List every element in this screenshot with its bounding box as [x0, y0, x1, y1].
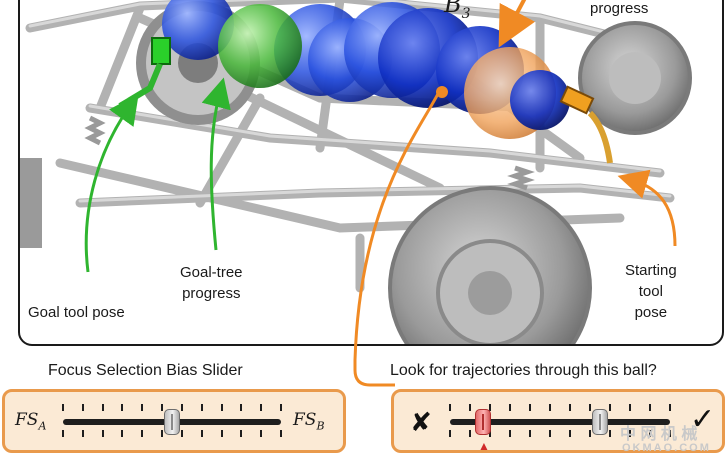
exploration-balls	[162, 0, 570, 139]
slider-tick-top	[529, 404, 531, 411]
slider-tick-bottom	[669, 430, 671, 437]
slider-tick-bottom	[81, 430, 84, 437]
slider-tick-bottom	[469, 430, 471, 437]
slider-tick-top	[141, 404, 144, 411]
slider-tick-bottom	[161, 430, 164, 437]
slider-tick-top	[589, 404, 591, 411]
slider-tick-top	[469, 404, 471, 411]
focus-slider-thumb[interactable]	[164, 409, 180, 435]
slider-tick-top	[260, 404, 263, 411]
slider-tick-top	[180, 404, 183, 411]
slider-tick-top	[569, 404, 571, 411]
fs-a-label: FSA	[15, 410, 47, 433]
slider-tick-top	[649, 404, 651, 411]
slider-tick-bottom	[121, 430, 124, 437]
starting-tool-pose-label: Starting tool pose	[625, 262, 677, 321]
slider-tick-top	[62, 404, 64, 411]
slider-tick-top	[629, 404, 631, 411]
left-tire	[20, 158, 42, 248]
slider-tick-top	[161, 404, 164, 411]
slider-tick-bottom	[62, 430, 64, 437]
slider-tick-bottom	[549, 430, 551, 437]
slider-tick-bottom	[589, 430, 591, 437]
slider-tick-bottom	[449, 430, 451, 437]
b3-arrow	[498, 0, 536, 48]
slider-tick-top	[280, 404, 282, 411]
goal-tool-pose-label: Goal tool pose	[28, 304, 125, 321]
slider-tick-top	[240, 404, 243, 411]
slider-tick-bottom	[569, 430, 571, 437]
ball-pick-marker	[436, 86, 448, 98]
front-right-tire	[388, 186, 592, 344]
slider-tick-top	[220, 404, 223, 411]
slider-tick-bottom	[649, 430, 651, 437]
goal-tree-ball	[218, 4, 302, 88]
slider-tick-bottom	[101, 430, 104, 437]
rover-scene	[20, 0, 692, 344]
trajectory-current-marker[interactable]	[475, 409, 491, 435]
slider-tick-top	[489, 404, 491, 411]
starting-tool-arrow	[617, 169, 677, 247]
trajectory-slider-thumb[interactable]	[591, 409, 608, 435]
slider-tick-bottom	[240, 430, 243, 437]
scene-panel: B3 progress Goal tool pose Goal-tree pro…	[18, 0, 724, 346]
trajectory-question: Look for trajectories through this ball?	[390, 362, 657, 379]
slider-tick-bottom	[220, 430, 223, 437]
slider-tick-top	[669, 404, 671, 411]
focus-slider-title: Focus Selection Bias Slider	[48, 362, 243, 379]
trajectory-panel: ✘ ▲ ✓	[391, 389, 725, 453]
goal-tool-arrow	[84, 93, 139, 273]
slider-tick-bottom	[280, 430, 282, 437]
marker-up-arrow-icon: ▲	[478, 439, 490, 453]
slider-tick-top	[101, 404, 104, 411]
progress-label-top: progress	[590, 0, 649, 17]
slider-tick-bottom	[529, 430, 531, 437]
slider-tick-top	[449, 404, 451, 411]
slider-tick-top	[200, 404, 203, 411]
reject-icon[interactable]: ✘	[410, 407, 432, 437]
watermark-url: OKMAO.COM	[622, 442, 711, 454]
trajectory-slider-track[interactable]	[450, 419, 670, 425]
fs-b-label: FSB	[293, 410, 325, 433]
slider-tick-bottom	[260, 430, 263, 437]
slider-tick-bottom	[629, 430, 631, 437]
slider-tick-bottom	[509, 430, 511, 437]
rear-right-tire	[578, 21, 692, 135]
slider-tick-top	[121, 404, 124, 411]
slider-tick-bottom	[489, 430, 491, 437]
goal-tree-arrow	[201, 77, 231, 251]
slider-tick-bottom	[200, 430, 203, 437]
focus-slider-panel: FSA FSB	[2, 389, 346, 453]
slider-tick-top	[509, 404, 511, 411]
goal-tree-progress-label: Goal-tree progress	[180, 264, 243, 302]
slider-tick-top	[609, 404, 611, 411]
slider-tick-bottom	[609, 430, 611, 437]
starting-tool	[559, 85, 613, 164]
slider-tick-top	[81, 404, 84, 411]
slider-tick-bottom	[180, 430, 183, 437]
slider-tick-top	[549, 404, 551, 411]
accept-icon[interactable]: ✓	[690, 403, 716, 436]
watermark-cn: 中 网 机 械	[620, 426, 698, 443]
ball-b3-label: B3	[444, 0, 471, 22]
slider-tick-bottom	[141, 430, 144, 437]
